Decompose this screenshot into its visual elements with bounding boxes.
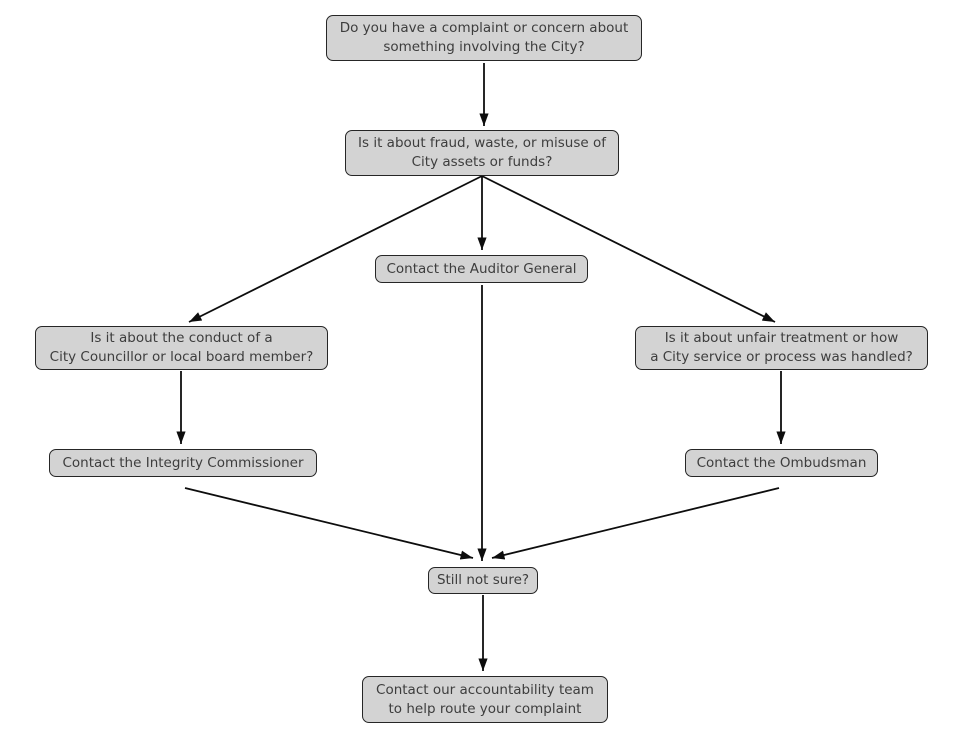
node-unfair-question: Is it about unfair treatment or how a Ci… — [635, 326, 928, 370]
node-fraud-question: Is it about fraud, waste, or misuse of C… — [345, 130, 619, 176]
node-text-line: a City service or process was handled? — [650, 349, 913, 365]
node-still-not-sure: Still not sure? — [428, 567, 538, 594]
node-text-line: Still not sure? — [436, 572, 530, 588]
edge-integrity-to-notsure — [184, 487, 474, 560]
node-integrity-commissioner: Contact the Integrity Commissioner — [49, 449, 317, 477]
node-conduct-question: Is it about the conduct of a City Counci… — [35, 326, 328, 370]
node-text-line: Contact the Auditor General — [386, 260, 577, 277]
edge-ombudsman-to-notsure — [491, 487, 780, 560]
node-accountability-team: Contact our accountability team to help … — [362, 676, 608, 723]
edge-fraud-to-conduct — [188, 175, 483, 323]
node-text-line: something involving the City? — [383, 39, 585, 55]
node-ombudsman: Contact the Ombudsman — [685, 449, 878, 477]
node-text-line: Contact our accountability team — [376, 681, 594, 698]
edge-fraud-to-unfair — [481, 175, 776, 323]
node-text-line: to help route your complaint — [388, 700, 582, 717]
node-auditor-general: Contact the Auditor General — [375, 255, 588, 283]
node-start-question: Do you have a complaint or concern about… — [326, 15, 642, 61]
node-text-line: Contact the Ombudsman — [696, 454, 867, 471]
node-text-line: Do you have a complaint or concern about — [339, 20, 629, 36]
node-text-line: Contact the Integrity Commissioner — [62, 454, 304, 471]
node-text-line: Is it about the conduct of a — [90, 330, 273, 346]
node-text-line: Is it about fraud, waste, or misuse of — [358, 135, 606, 151]
node-text-line: Is it about unfair treatment or how — [664, 330, 899, 346]
node-text-line: City assets or funds? — [411, 154, 553, 170]
node-text-line: City Councillor or local board member? — [49, 349, 314, 365]
